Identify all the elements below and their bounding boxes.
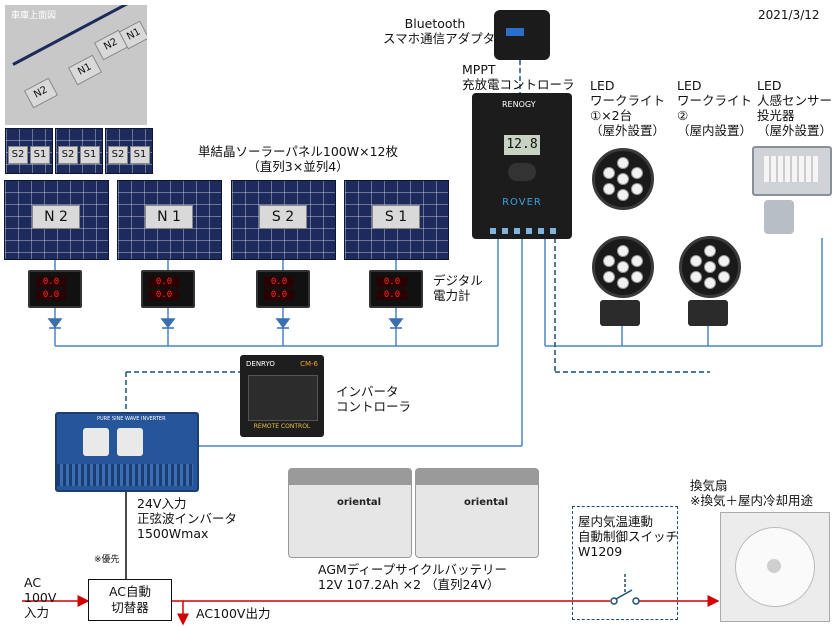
ventilation-fan <box>720 512 830 622</box>
led-worklight-2 <box>679 236 741 298</box>
roof-label-s1a: S1 <box>30 146 50 164</box>
diode-s1 <box>388 318 404 329</box>
mppt-model: ROVER <box>502 197 542 208</box>
led1-bracket <box>600 300 640 326</box>
sine-wave-inverter: PURE SINE WAVE INVERTER <box>55 412 199 492</box>
inverter-ctrl-label: インバータ コントローラ <box>336 384 412 414</box>
ats-line1: AC自動 <box>108 584 152 599</box>
inverter-ctrl-brand: DENRYO <box>246 360 275 368</box>
diode-s2 <box>275 318 291 329</box>
bluetooth-adapter <box>494 10 550 60</box>
roof-plan-title: 車庫上面図 <box>11 11 57 21</box>
meter-label: デジタル 電力計 <box>433 273 483 303</box>
battery-1-brand: oriental <box>337 497 382 508</box>
bluetooth-label: Bluetooth スマホ通信アダプタ <box>383 16 496 46</box>
battery-2-brand: oriental <box>464 497 509 508</box>
fan-label: 換気扇 ※換気＋屋内冷却用途 <box>690 478 813 508</box>
mppt-label: MPPT 充放電コントローラ <box>462 62 575 92</box>
inverter-ctrl-model: CM-6 <box>300 360 318 368</box>
led-worklight-1a <box>592 148 654 210</box>
roof-label-n1a: N1 <box>67 54 103 86</box>
led2-bracket <box>688 300 728 326</box>
inverter-ctrl-footer: REMOTE CONTROL <box>253 423 311 430</box>
ats-priority-note: ※優先 <box>94 555 120 565</box>
roof-label-s2b: S2 <box>58 146 78 164</box>
inverter-header: PURE SINE WAVE INVERTER <box>97 416 166 422</box>
mppt-controller: RENOGY 12.8 ROVER <box>472 93 572 239</box>
battery-2: oriental <box>415 468 539 558</box>
inverter-controller: DENRYO CM-6 REMOTE CONTROL <box>240 355 324 437</box>
motion-sensor <box>764 200 794 234</box>
solar-panel-n1-label: N 1 <box>145 205 193 229</box>
motion-floodlight <box>752 146 832 196</box>
led-worklight-1b <box>592 236 654 298</box>
diode-n1 <box>160 318 176 329</box>
solar-title: 単結晶ソーラーパネル100W×12枚 （直列3×並列4） <box>198 144 398 174</box>
temperature-switch-box <box>572 506 678 620</box>
ac-output-label: AC100V出力 <box>196 606 271 621</box>
roof-label-s2a: S2 <box>8 146 28 164</box>
switch-symbol <box>610 574 640 605</box>
roof-label-s1b: S1 <box>80 146 100 164</box>
roof-plan: 車庫上面図 N2 N1 N2 N1 <box>5 5 147 125</box>
roof-label-n2a: N2 <box>23 77 59 109</box>
roof-label-s1c: S1 <box>130 146 150 164</box>
ac-auto-switch: AC自動 切替器 <box>88 579 172 621</box>
roof-label-s2c: S2 <box>108 146 128 164</box>
date: 2021/3/12 <box>758 8 820 22</box>
solar-panel-s1-label: S 1 <box>372 205 420 229</box>
solar-panel-s2-label: S 2 <box>259 205 307 229</box>
solar-panel-s1 <box>344 180 449 260</box>
ats-line2: 切替器 <box>111 600 149 615</box>
mppt-brand: RENOGY <box>502 100 536 109</box>
battery-label: AGMディープサイクルバッテリー 12V 107.2Ah ×2 （直列24V） <box>318 562 508 592</box>
mppt-display: 12.8 <box>504 135 540 155</box>
battery-1: oriental <box>288 468 412 558</box>
diode-n2 <box>47 318 63 329</box>
solar-panel-n2-label: N 2 <box>32 205 80 229</box>
